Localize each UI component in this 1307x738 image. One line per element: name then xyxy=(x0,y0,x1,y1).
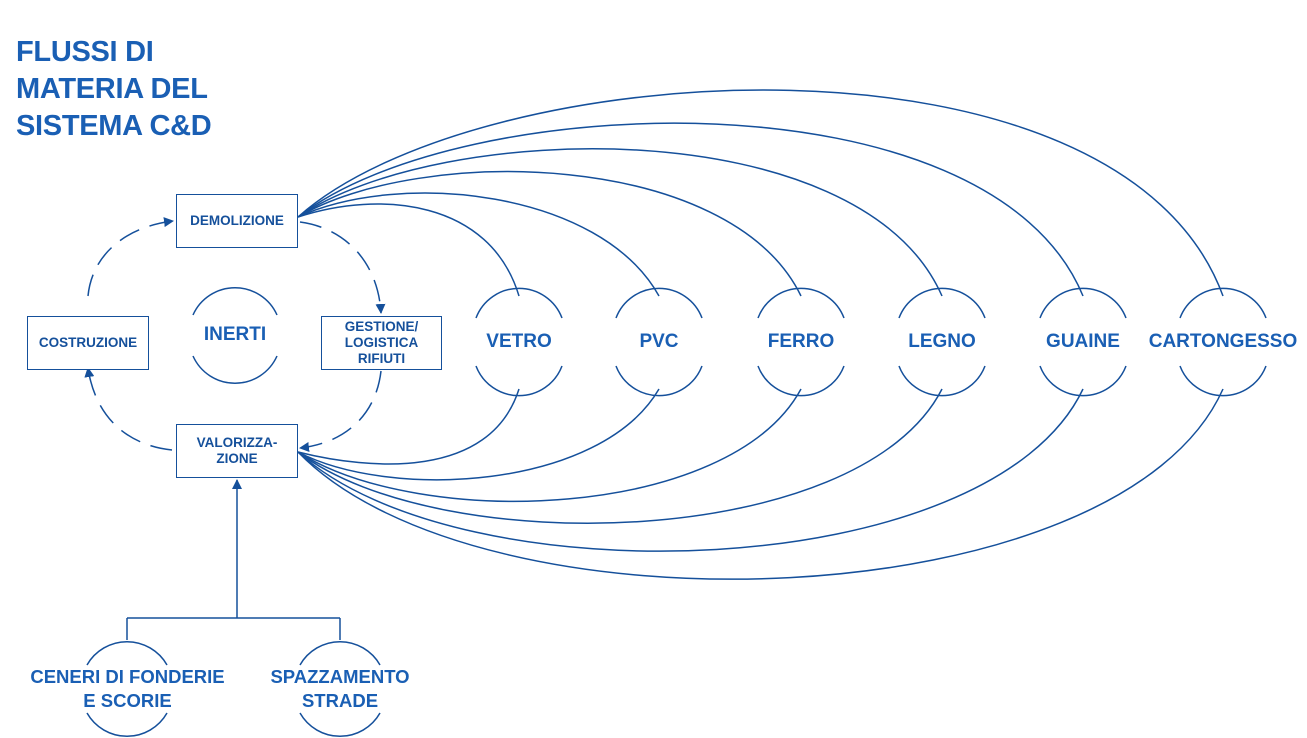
circle-ceneri-top-arc xyxy=(86,640,168,666)
flow-ferro-to-valorizzazione xyxy=(297,388,802,502)
label-costruzione: COSTRUZIONE xyxy=(38,335,138,350)
box-demolizione: DEMOLIZIONE xyxy=(176,194,298,248)
material-label-pvc: PVC xyxy=(639,331,679,352)
circle-spazzamento-bottom-arc xyxy=(299,712,381,738)
flow-pvc-to-valorizzazione xyxy=(297,388,660,481)
title-line-1: FLUSSI DI xyxy=(16,36,154,68)
circle-spazzamento-top-arc xyxy=(299,640,381,666)
material-label-cartongesso: CARTONGESSO xyxy=(1148,331,1298,352)
flow-demolizione-to-ferro xyxy=(297,170,802,297)
cycle-arrow-costruzione-to-demolizione xyxy=(87,217,174,297)
flow-cartongesso-to-valorizzazione xyxy=(297,388,1224,580)
circle-ferro-top-arc xyxy=(757,287,845,319)
material-label-legno: LEGNO xyxy=(908,331,976,352)
flow-guaine-to-valorizzazione xyxy=(297,388,1084,552)
material-label-guaine: GUAINE xyxy=(1046,331,1120,352)
material-label-vetro: VETRO xyxy=(486,331,552,352)
cycle-arrow-valorizzazione-to-costruzione xyxy=(84,367,173,451)
label-demolizione: DEMOLIZIONE xyxy=(190,213,284,228)
circle-pvc-bottom-arc xyxy=(615,365,703,397)
circle-legno-bottom-arc xyxy=(898,365,986,397)
flow-demolizione-to-pvc xyxy=(297,192,660,297)
flow-demolizione-to-guaine xyxy=(297,122,1084,297)
cycle-arrow-demolizione-to-gestione xyxy=(299,221,386,314)
diagram-title: FLUSSI DI MATERIA DEL SISTEMA C&D xyxy=(16,34,212,145)
flow-legno-to-valorizzazione xyxy=(297,388,943,524)
label-valorizzazione: VALORIZZA- ZIONE xyxy=(196,435,278,466)
box-valorizzazione: VALORIZZA- ZIONE xyxy=(176,424,298,478)
label-inerti: INERTI xyxy=(203,324,267,345)
circle-pvc-top-arc xyxy=(615,287,703,319)
flow-vetro-to-valorizzazione xyxy=(297,388,520,465)
inerti-circle-top-arc xyxy=(192,287,278,316)
flow-demolizione-to-legno xyxy=(297,148,943,297)
title-line-3: SISTEMA C&D xyxy=(16,110,212,142)
box-costruzione: COSTRUZIONE xyxy=(27,316,149,370)
circle-guaine-bottom-arc xyxy=(1039,365,1127,397)
circle-guaine-top-arc xyxy=(1039,287,1127,319)
source-label-ceneri-scorie: CENERI DI FONDERIE E SCORIE xyxy=(30,666,225,711)
circle-vetro-top-arc xyxy=(475,287,563,319)
circle-ceneri-bottom-arc xyxy=(86,712,168,738)
label-gestione: GESTIONE/ LOGISTICA RIFIUTI xyxy=(344,319,419,366)
circle-cartongesso-bottom-arc xyxy=(1179,365,1267,397)
circle-vetro-bottom-arc xyxy=(475,365,563,397)
flow-demolizione-to-vetro xyxy=(297,203,520,297)
circle-cartongesso-top-arc xyxy=(1179,287,1267,319)
box-gestione-logistica-rifiuti: GESTIONE/ LOGISTICA RIFIUTI xyxy=(321,316,442,370)
cycle-arrow-gestione-to-valorizzazione xyxy=(299,370,382,452)
circle-ferro-bottom-arc xyxy=(757,365,845,397)
title-line-2: MATERIA DEL xyxy=(16,73,208,105)
source-label-spazzamento-strade: SPAZZAMENTO STRADE xyxy=(270,666,410,711)
inerti-circle-bottom-arc xyxy=(192,355,278,384)
circle-legno-top-arc xyxy=(898,287,986,319)
material-label-ferro: FERRO xyxy=(767,331,835,352)
flow-demolizione-to-cartongesso xyxy=(297,89,1224,297)
